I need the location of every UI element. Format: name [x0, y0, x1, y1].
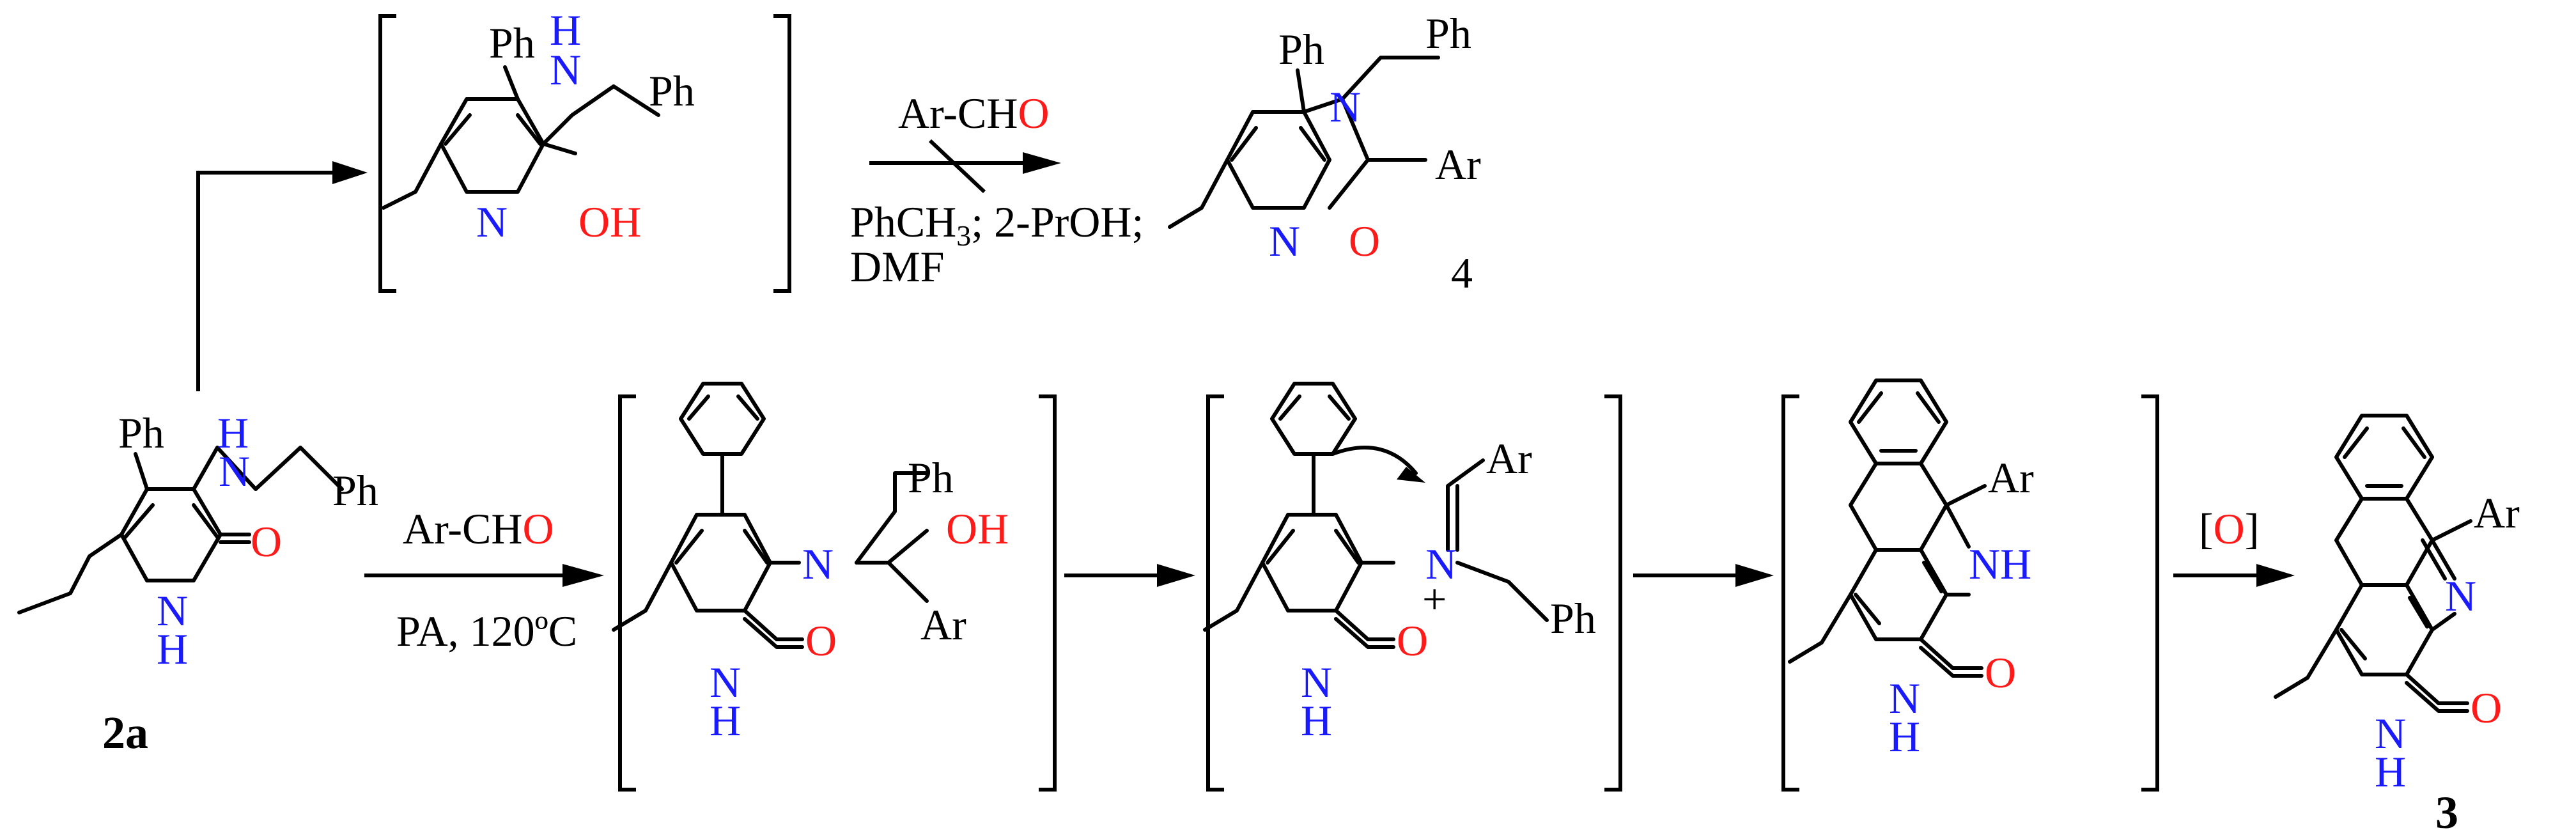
branch-line — [196, 171, 332, 391]
solvent-dmf-label: DMF — [850, 242, 944, 291]
ring-n-label: N — [1889, 674, 1920, 722]
ring-h-label: H — [157, 625, 188, 673]
intermediate-dihydro: Ar NH O N H — [1781, 378, 2159, 792]
ring-h-label: H — [2375, 747, 2406, 796]
ring-h-label: H — [1301, 696, 1332, 745]
oxidation-arrow: [O] — [2173, 504, 2295, 587]
ph-label: Ph — [649, 66, 695, 115]
intermediate-hemiaminal: N Ph OH Ar O N H — [612, 382, 1057, 792]
ring-n-label: N — [1301, 658, 1332, 706]
carbonyl-o-label: O — [2471, 683, 2502, 732]
reagent-aldehyde-label: Ar-CHO — [403, 504, 554, 553]
ar-label: Ar — [920, 600, 966, 649]
plus-charge: + — [1422, 575, 1447, 623]
compound-label-4: 4 — [1451, 249, 1473, 297]
ar-label: Ar — [1486, 434, 1532, 483]
ar-label: Ar — [1435, 140, 1481, 189]
ph-label: Ph — [332, 466, 378, 515]
ring-h-label: H — [710, 696, 741, 745]
compound-label-3: 3 — [2435, 787, 2458, 835]
ring-o-label: O — [1349, 217, 1380, 265]
ar-label: Ar — [1988, 453, 2034, 502]
ring-n-label: N — [1269, 217, 1300, 265]
carbonyl-o-label: O — [805, 616, 837, 665]
ring-n-label: N — [476, 198, 508, 246]
carbonyl-o-label: O — [1397, 616, 1428, 665]
intermediate-aminopyridinol: Ph H N Ph N OH — [378, 6, 791, 293]
ph-label: Ph — [1550, 594, 1596, 643]
intermediate-iminium: N + Ar Ph O N H — [1203, 382, 1622, 792]
ph-label: Ph — [489, 19, 535, 67]
left-bracket — [378, 14, 396, 293]
oh-label: OH — [946, 504, 1009, 553]
carbonyl-o-label: O — [1985, 648, 2016, 697]
compound-4: Ph Ph N Ar N O 4 — [1168, 9, 1481, 297]
ring-n-label: N — [2375, 709, 2406, 758]
oxidant-label: [O] — [2199, 504, 2259, 553]
compound-2a-ring — [120, 487, 222, 582]
ring-n-label: N — [157, 586, 188, 635]
branch-arrowhead — [332, 161, 368, 184]
nh-n-label: N — [550, 45, 581, 94]
ring-h-label: H — [1889, 712, 1920, 761]
n-label: N — [802, 540, 834, 588]
nh-h-label: H — [550, 6, 581, 54]
carbonyl-o-label: O — [251, 517, 282, 566]
n-label: N — [1330, 82, 1361, 131]
nh-n-label: N — [219, 447, 250, 496]
ph-label: Ph — [1278, 25, 1324, 74]
ring-n-label: N — [710, 658, 741, 706]
solvents-label: PhCH3; 2-PrOH; — [850, 198, 1144, 252]
ar-label: Ar — [2474, 488, 2520, 537]
conditions-label: PA, 120ºC — [396, 607, 577, 655]
oh-label: OH — [578, 198, 641, 246]
nh-label: NH — [1969, 540, 2031, 588]
compound-label-2a: 2a — [102, 707, 148, 758]
arrow-step-2 — [1064, 564, 1195, 587]
ph-label: Ph — [908, 453, 954, 502]
arrow-step-3 — [1633, 564, 1774, 587]
nh-h-label: H — [217, 409, 249, 457]
cross-line — [928, 139, 986, 194]
ph-label: Ph — [1425, 9, 1471, 58]
compound-2a: Ph H N Ph O N H 2a — [17, 409, 378, 758]
n-label: N — [1425, 540, 1457, 588]
ph-label: Ph — [118, 409, 164, 457]
right-bracket — [773, 14, 791, 293]
reagent-aldehyde-label: Ar-CHO — [898, 89, 1050, 137]
electron-arrow — [1331, 446, 1418, 475]
ring-n-label: N — [2445, 572, 2476, 620]
compound-3: Ar N O N H 3 — [2274, 414, 2520, 835]
blocked-reaction-arrow: Ar-CHO PhCH3; 2-PrOH; DMF — [850, 89, 1144, 291]
main-reaction-arrow: Ar-CHO PA, 120ºC — [364, 504, 604, 655]
